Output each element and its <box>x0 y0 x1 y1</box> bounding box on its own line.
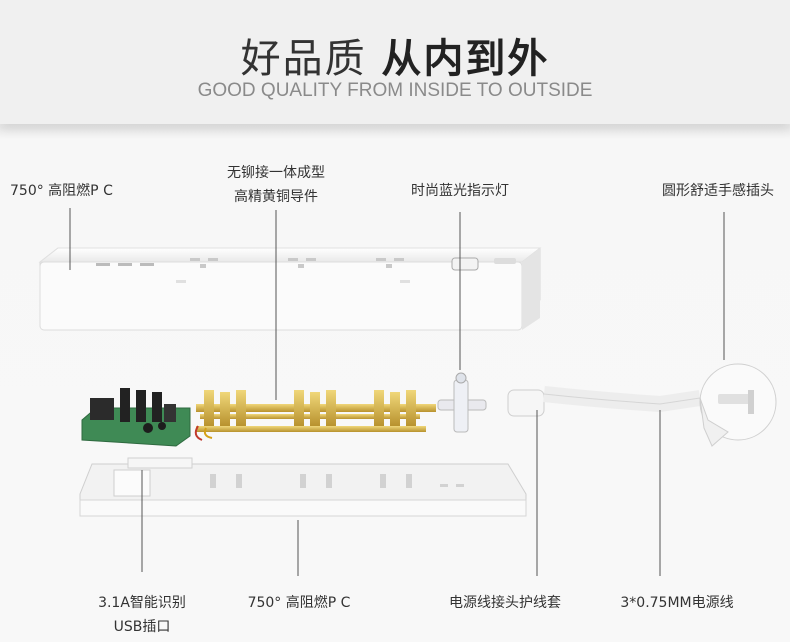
power-cord <box>507 386 702 417</box>
callout-usb-line1: 3.1A智能识别 <box>98 595 186 611</box>
page-subtitle: GOOD QUALITY FROM INSIDE TO OUTSIDE <box>197 80 593 101</box>
callout-bottom-pc: 750° 高阻燃P C <box>247 595 351 611</box>
callout-round-plug: 圆形舒适手感插头 <box>662 183 774 199</box>
title-bold-text: 从内到外 <box>381 36 550 82</box>
header-banner: 好品质 从内到外 GOOD QUALITY FROM INSIDE TO OUT… <box>0 0 790 124</box>
round-plug <box>699 363 777 447</box>
callout-brass-conductors: 无铆接一体成型 高精黄铜导件 <box>206 162 346 206</box>
indicator-light <box>437 372 487 433</box>
brass-conductors <box>194 390 436 441</box>
usb-pcb-board <box>81 388 191 447</box>
title-light-text: 好品质 <box>240 36 367 82</box>
page-title: 好品质 从内到外 <box>0 26 790 84</box>
callout-usb-line2: USB插口 <box>113 619 171 635</box>
top-shell <box>38 247 542 331</box>
callout-brass-line2: 高精黄铜导件 <box>234 189 318 205</box>
callout-usb-port: 3.1A智能识别 USB插口 <box>80 592 204 636</box>
callout-power-cable: 3*0.75MM电源线 <box>620 595 734 611</box>
bottom-shell <box>79 457 527 517</box>
callout-top-left-pc: 750° 高阻燃P C <box>10 183 113 199</box>
callout-cord-sleeve: 电源线接头护线套 <box>449 595 561 611</box>
callout-indicator-light: 时尚蓝光指示灯 <box>411 183 509 199</box>
callout-brass-line1: 无铆接一体成型 <box>227 165 325 181</box>
leader-lines <box>69 208 725 576</box>
